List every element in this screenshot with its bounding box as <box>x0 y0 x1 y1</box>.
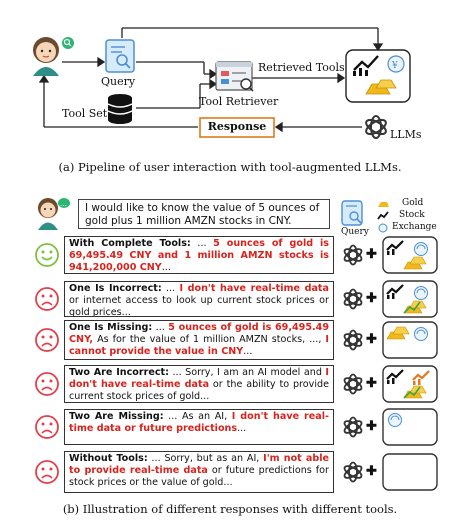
stock-tool-icon <box>386 369 404 380</box>
response-text: ... <box>237 422 247 434</box>
query-label: Query <box>101 75 136 88</box>
pipeline-diagram: ¥ <box>33 27 411 139</box>
query-document-icon <box>105 39 135 73</box>
llm-openai-icon <box>365 115 387 139</box>
sad-face-icon <box>35 328 59 352</box>
response-text-box: One Is Incorrect: ... I don't have real-… <box>64 281 334 317</box>
query-document-icon-b <box>341 200 363 226</box>
caption-b: (b) Illustration of different responses … <box>62 502 398 516</box>
exchange-tool-icon <box>414 327 428 341</box>
llm-openai-icon <box>343 288 363 310</box>
plus-icon: ✚ <box>366 419 377 434</box>
user-avatar-icon-b: ... <box>38 198 70 230</box>
sad-face-icon <box>35 460 59 484</box>
legend-exchange: Exchange <box>392 222 437 232</box>
response-highlight: I don't have real-time data <box>69 367 329 390</box>
legend-gold: Gold <box>402 198 424 208</box>
response-text: or future predictions for stock prices o… <box>69 464 329 488</box>
question-box: I would like to know the value of 5 ounc… <box>78 199 330 229</box>
response-text: ... <box>161 283 180 294</box>
response-label: Response <box>207 120 267 133</box>
response-text-box: Without Tools: ... Sorry, but as an AI, … <box>64 451 334 493</box>
response-highlight: I cannot provide the value in CNY <box>69 333 329 357</box>
svg-text:...: ... <box>60 200 67 208</box>
exchange-legend-icon <box>378 223 388 233</box>
response-highlight: I don't have real-time data or future pr… <box>69 411 329 434</box>
legend-icons <box>377 202 389 233</box>
sad-face-icon <box>35 415 59 439</box>
plus-icon: ✚ <box>366 376 377 391</box>
llm-openai-icon <box>343 461 363 483</box>
exchange-tool-icon <box>388 413 402 427</box>
retrieved-tools-label: Retrieved Tools <box>258 61 345 74</box>
tools-box <box>382 236 438 274</box>
response-highlight: 5 ounces of gold is 69,495.49 CNY, <box>69 322 329 345</box>
response-text: As for the value of 1 million AMZN stock… <box>93 333 326 345</box>
response-heading: Two Are Missing: <box>69 411 164 422</box>
plus-icon: ✚ <box>366 247 377 262</box>
search-badge-icon <box>62 37 74 49</box>
svg-text:¥: ¥ <box>391 61 398 71</box>
llm-openai-icon <box>343 416 363 438</box>
response-text-box: With Complete Tools: ... 5 ounces of gol… <box>64 236 334 274</box>
tools-box <box>382 365 438 403</box>
exchange-tool-icon <box>414 242 428 256</box>
tools-box <box>382 280 438 318</box>
response-highlight: I don't have real-time data <box>179 283 329 294</box>
response-text: ... <box>190 238 214 249</box>
response-heading: Without Tools: <box>69 453 148 464</box>
tools-box <box>382 408 438 446</box>
response-text: ... Sorry, I am an AI model and <box>168 367 326 378</box>
sad-face-icon <box>35 287 59 311</box>
response-text: ... <box>243 345 253 357</box>
response-text-box: Two Are Incorrect: ... Sorry, I am an AI… <box>64 365 334 403</box>
stock-tool-icon <box>412 370 430 381</box>
tools-box <box>382 453 438 491</box>
tool-set-label: Tool Set <box>62 107 108 120</box>
sad-face-icon <box>35 372 59 396</box>
legend-stock: Stock <box>399 210 425 220</box>
pipeline-arrows <box>38 27 384 133</box>
llm-openai-icon <box>343 244 363 266</box>
stock-tool-icon <box>386 240 404 251</box>
llm-openai-icon <box>343 373 363 395</box>
response-heading: One Is Missing: <box>69 322 153 333</box>
response-text: or internet access to look up current st… <box>69 294 329 317</box>
response-heading: One Is Incorrect: <box>69 283 162 294</box>
retrieved-tools-box: ¥ <box>345 49 411 103</box>
response-heading: With Complete Tools: <box>69 238 191 249</box>
plus-icon: ✚ <box>366 464 377 479</box>
response-box <box>199 117 275 138</box>
response-text: ... <box>161 261 171 273</box>
llm-openai-icon <box>343 329 363 351</box>
tool-retriever-label: Tool Retriever <box>199 95 279 108</box>
tools-box <box>382 321 438 359</box>
query-label-b: Query <box>341 227 369 237</box>
response-text: or the ability to provide current stock … <box>69 378 329 402</box>
llms-label: LLMs <box>390 128 422 141</box>
response-text: ... <box>152 322 169 333</box>
caption-a: (a) Pipeline of user interaction with to… <box>58 160 402 174</box>
response-text-box: One Is Missing: ... 5 ounces of gold is … <box>64 320 334 360</box>
response-highlight: 5 ounces of gold is 69,495.49 CNY and 1 … <box>69 238 330 273</box>
response-text: ... As an AI, <box>163 411 232 422</box>
response-text-box: Two Are Missing: ... As an AI, I don't h… <box>64 409 334 445</box>
smile-face-icon <box>35 243 59 267</box>
response-heading: Two Are Incorrect: <box>69 367 169 378</box>
gold-legend-icon <box>378 202 389 207</box>
tool-retriever-icon <box>215 61 254 92</box>
stock-legend-icon <box>377 211 389 220</box>
response-highlight: I'm not able to provide real-time data <box>69 453 329 476</box>
stock-tool-icon <box>386 284 404 295</box>
database-icon <box>107 94 133 124</box>
user-avatar-icon <box>33 37 59 76</box>
plus-icon: ✚ <box>366 291 377 306</box>
response-text: ... Sorry, but as an AI, <box>147 453 264 464</box>
plus-icon: ✚ <box>366 332 377 347</box>
exchange-tool-icon <box>414 286 428 300</box>
